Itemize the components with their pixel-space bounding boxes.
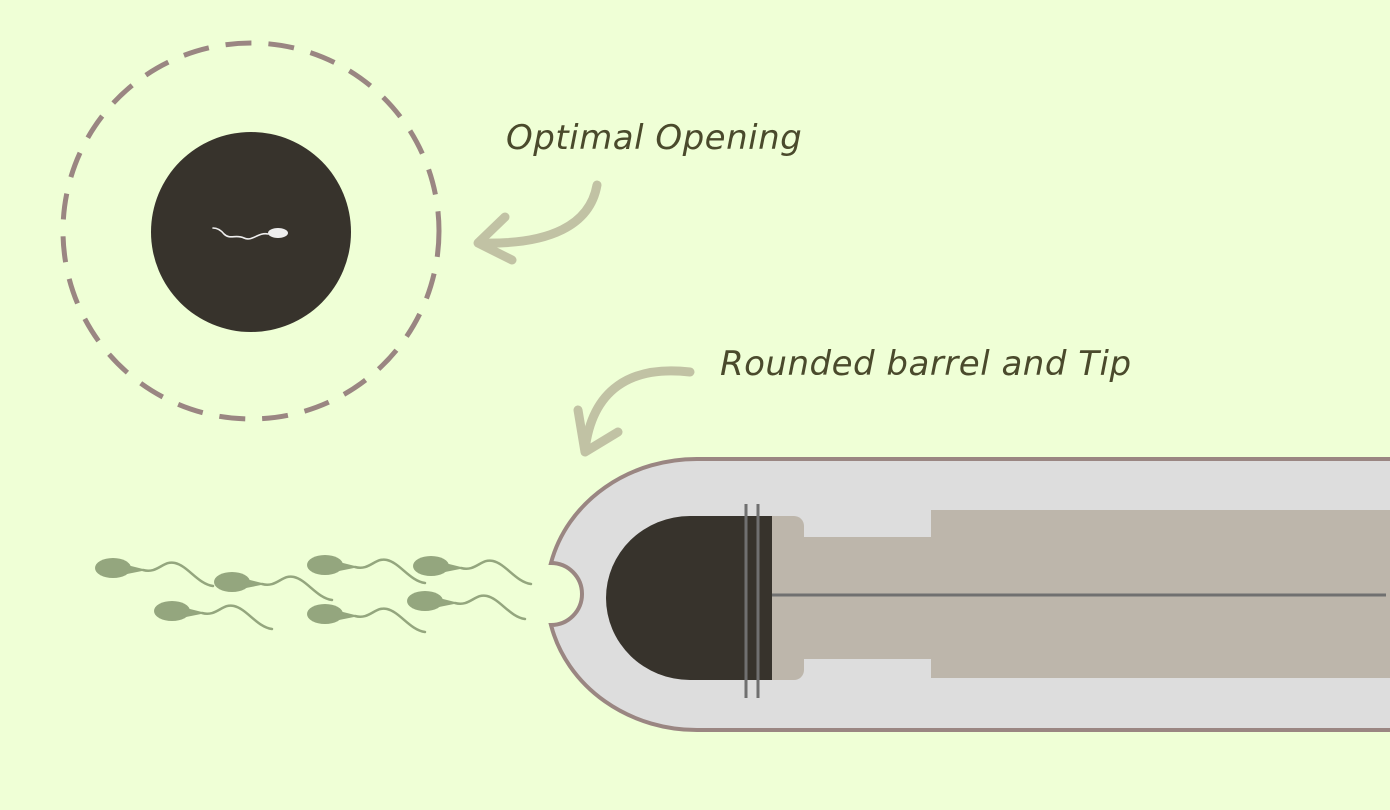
sperm-3	[307, 555, 427, 585]
opening-detail	[60, 40, 442, 422]
sperm-2	[214, 572, 334, 602]
opening-circle	[151, 132, 351, 332]
optimal-opening-label: Optimal Opening	[506, 118, 803, 158]
rounded-tip	[606, 516, 772, 680]
arrow-to-opening	[473, 180, 602, 265]
rounded-barrel-label: Rounded barrel and Tip	[720, 344, 1132, 384]
sperm-7	[407, 591, 527, 621]
dashed-ring	[60, 40, 442, 422]
sperm-6	[307, 604, 427, 634]
single-sperm-icon	[212, 227, 288, 240]
arrow-to-barrel	[573, 366, 695, 457]
sperm-5	[154, 601, 274, 631]
plunger-neck	[770, 537, 940, 659]
sperm-4	[413, 556, 533, 586]
barrel	[548, 456, 1390, 733]
sperm-1	[95, 558, 215, 588]
sperm-group	[95, 555, 533, 634]
